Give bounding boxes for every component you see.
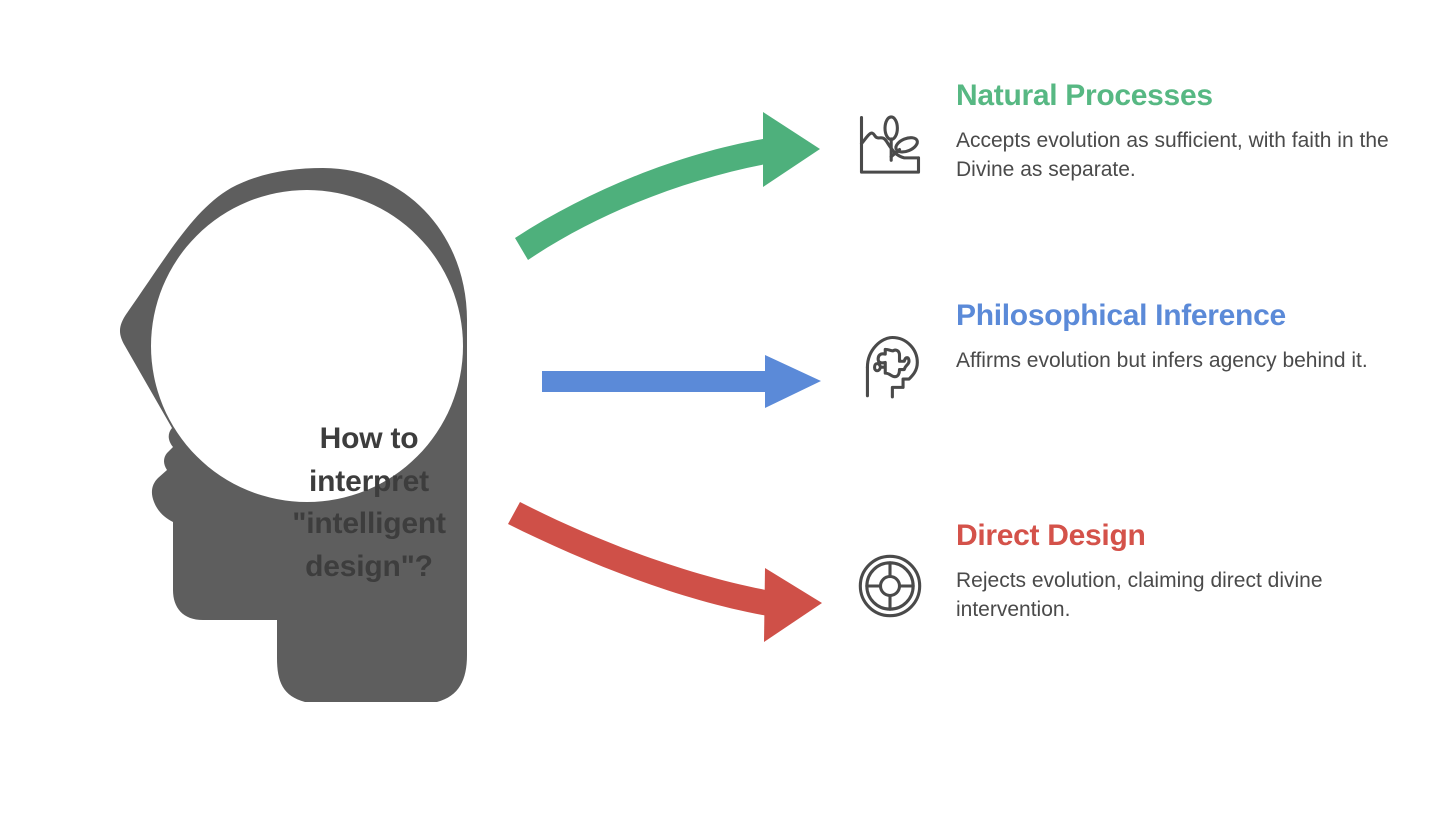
branch-description: Affirms evolution but infers agency behi… [956, 349, 1368, 373]
central-node-label: How to interpret "intelligent design"? [292, 422, 446, 583]
branch-natural-processes: Natural Processes Accepts evolution as s… [852, 78, 1432, 298]
arrow-direct-design [508, 502, 822, 642]
branch-description: Accepts evolution as sufficient, with fa… [956, 129, 1389, 182]
branch-text-block: Direct Design Rejects evolution, claimin… [956, 518, 1426, 625]
arrow-group [490, 90, 850, 650]
branch-description: Rejects evolution, claiming direct divin… [956, 569, 1323, 622]
landscape-sprout-icon [852, 108, 928, 184]
wheel-spokes-icon [852, 548, 928, 624]
branch-title: Philosophical Inference [956, 299, 1286, 332]
branch-direct-design: Direct Design Rejects evolution, claimin… [852, 518, 1432, 738]
branch-list: Natural Processes Accepts evolution as s… [852, 78, 1432, 738]
central-node: How to interpret "intelligent design"? [55, 150, 475, 720]
branch-text-block: Natural Processes Accepts evolution as s… [956, 78, 1426, 185]
branch-title: Natural Processes [956, 79, 1213, 112]
branch-philosophical-inference: Philosophical Inference Affirms evolutio… [852, 298, 1432, 518]
head-silhouette-icon [119, 168, 467, 702]
arrow-philosophical-inference [542, 355, 821, 408]
head-puzzle-icon [852, 328, 928, 404]
arrow-natural-processes [515, 112, 820, 260]
branch-text-block: Philosophical Inference Affirms evolutio… [956, 298, 1426, 376]
branch-title: Direct Design [956, 519, 1146, 552]
